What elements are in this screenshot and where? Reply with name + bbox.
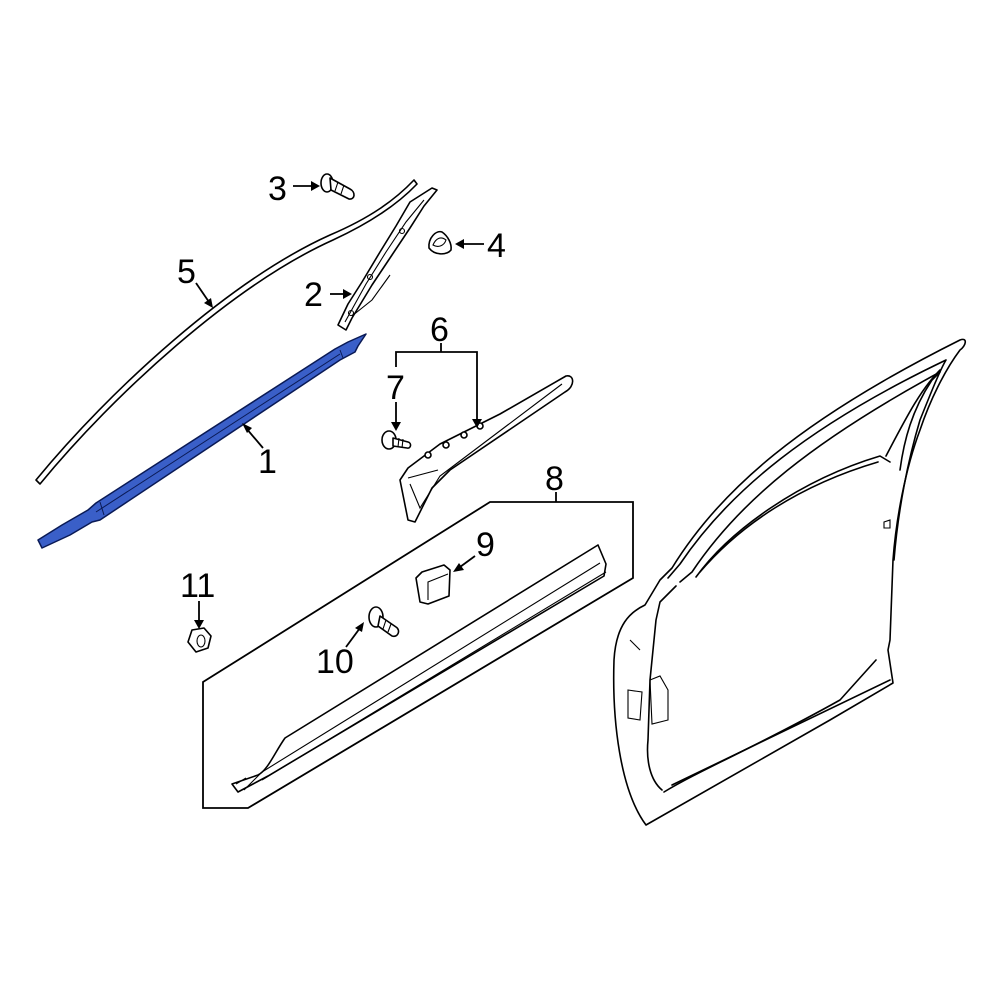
callout-3[interactable]: 3 [268, 170, 287, 208]
callout-5[interactable]: 5 [177, 253, 196, 291]
part-2-pillar-garnish[interactable] [337, 187, 438, 331]
part-5-upper-molding[interactable] [35, 179, 418, 485]
callout-2[interactable]: 2 [304, 276, 323, 314]
callout-1[interactable]: 1 [258, 443, 277, 481]
front-door-shell [612, 338, 967, 826]
leader-lines [194, 181, 557, 648]
callout-11[interactable]: 11 [180, 567, 215, 605]
part-6-garnish-molding[interactable] [399, 375, 574, 523]
part-3-screw[interactable] [320, 173, 355, 200]
part-4-clip[interactable] [428, 230, 452, 255]
callout-7[interactable]: 7 [386, 369, 405, 407]
callout-8[interactable]: 8 [545, 460, 564, 498]
part-8-group-box [202, 501, 634, 809]
part-9-clip[interactable] [415, 564, 451, 605]
part-1-belt-molding[interactable] [37, 333, 367, 549]
callout-labels: 1 2 3 4 5 6 7 8 9 10 11 [177, 170, 564, 681]
callout-6[interactable]: 6 [430, 311, 449, 349]
callout-10[interactable]: 10 [316, 643, 354, 681]
callout-4[interactable]: 4 [487, 227, 506, 265]
part-10-screw[interactable] [368, 606, 400, 638]
part-11-nut[interactable] [187, 627, 212, 653]
callout-9[interactable]: 9 [476, 526, 495, 564]
part-7-screw[interactable] [381, 430, 412, 450]
part-8-side-molding[interactable] [231, 544, 607, 793]
